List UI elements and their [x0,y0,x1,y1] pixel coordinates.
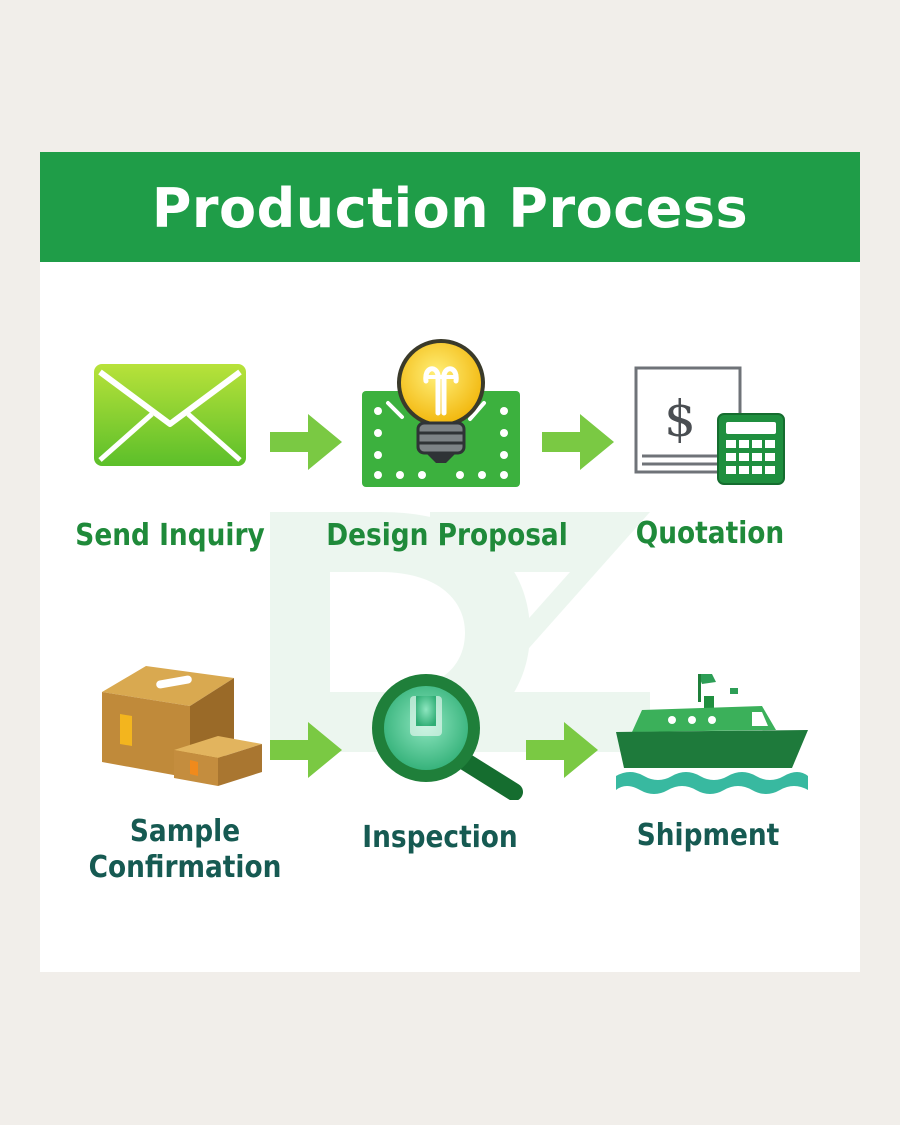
step-label-send-inquiry: Send Inquiry [75,518,265,553]
cargo-ship-icon [616,674,808,794]
arrow-right-icon [542,414,614,470]
step-label-sample-confirmation: Sample Confirmation [75,814,295,886]
light-bulb-icon [362,339,520,487]
arrow-right-icon [526,722,598,778]
process-card: Production Process [40,152,860,972]
step-label-shipment: Shipment [636,818,780,853]
page-title: Production Process [151,176,749,240]
arrow-right-icon [270,414,342,470]
cardboard-boxes-icon [102,666,262,786]
step-label-design-proposal: Design Proposal [326,518,568,553]
step-label-sample-line1: Sample [129,814,241,849]
title-banner: Production Process [40,152,860,262]
quotation-calculator-icon: $ [634,366,785,485]
arrow-right-icon [270,722,342,778]
step-label-inspection: Inspection [362,820,518,855]
step-label-quotation: Quotation [635,516,785,551]
svg-text:$: $ [664,390,696,448]
envelope-icon [94,364,246,466]
magnifying-glass-icon [372,674,523,800]
step-label-sample-line2: Confirmation [88,850,282,885]
